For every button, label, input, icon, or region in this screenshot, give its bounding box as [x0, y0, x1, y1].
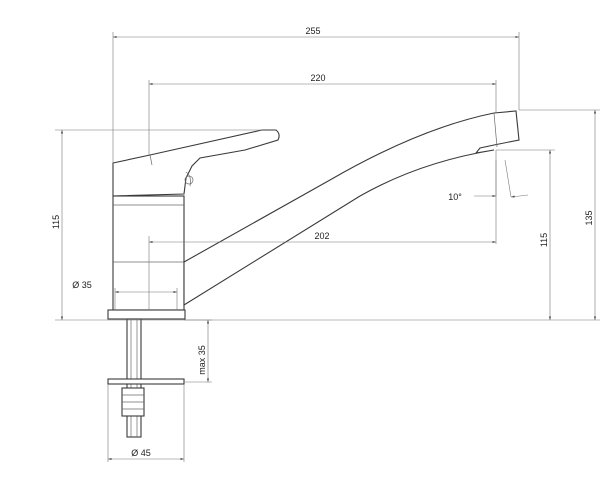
label-d35: Ø 35 [72, 280, 92, 290]
base-plate [107, 309, 186, 320]
dimension-lines [60, 35, 597, 461]
mounting-rod [126, 318, 142, 438]
label-115-left: 115 [51, 215, 61, 229]
dimension-labels: 255 220 202 115 115 135 10° Ø 35 max 35 … [51, 26, 594, 458]
label-115-right: 115 [539, 233, 549, 247]
label-255: 255 [305, 26, 320, 36]
lever-handle [112, 129, 280, 197]
label-d45: Ø 45 [131, 448, 151, 458]
label-angle: 10° [448, 192, 462, 202]
body-cylinder [112, 195, 185, 311]
label-202: 202 [314, 231, 329, 241]
washer [107, 378, 185, 385]
faucet-outline [107, 110, 520, 438]
label-max35: max 35 [197, 345, 207, 375]
label-135: 135 [584, 210, 594, 225]
spout [183, 110, 520, 306]
label-220: 220 [310, 73, 325, 83]
